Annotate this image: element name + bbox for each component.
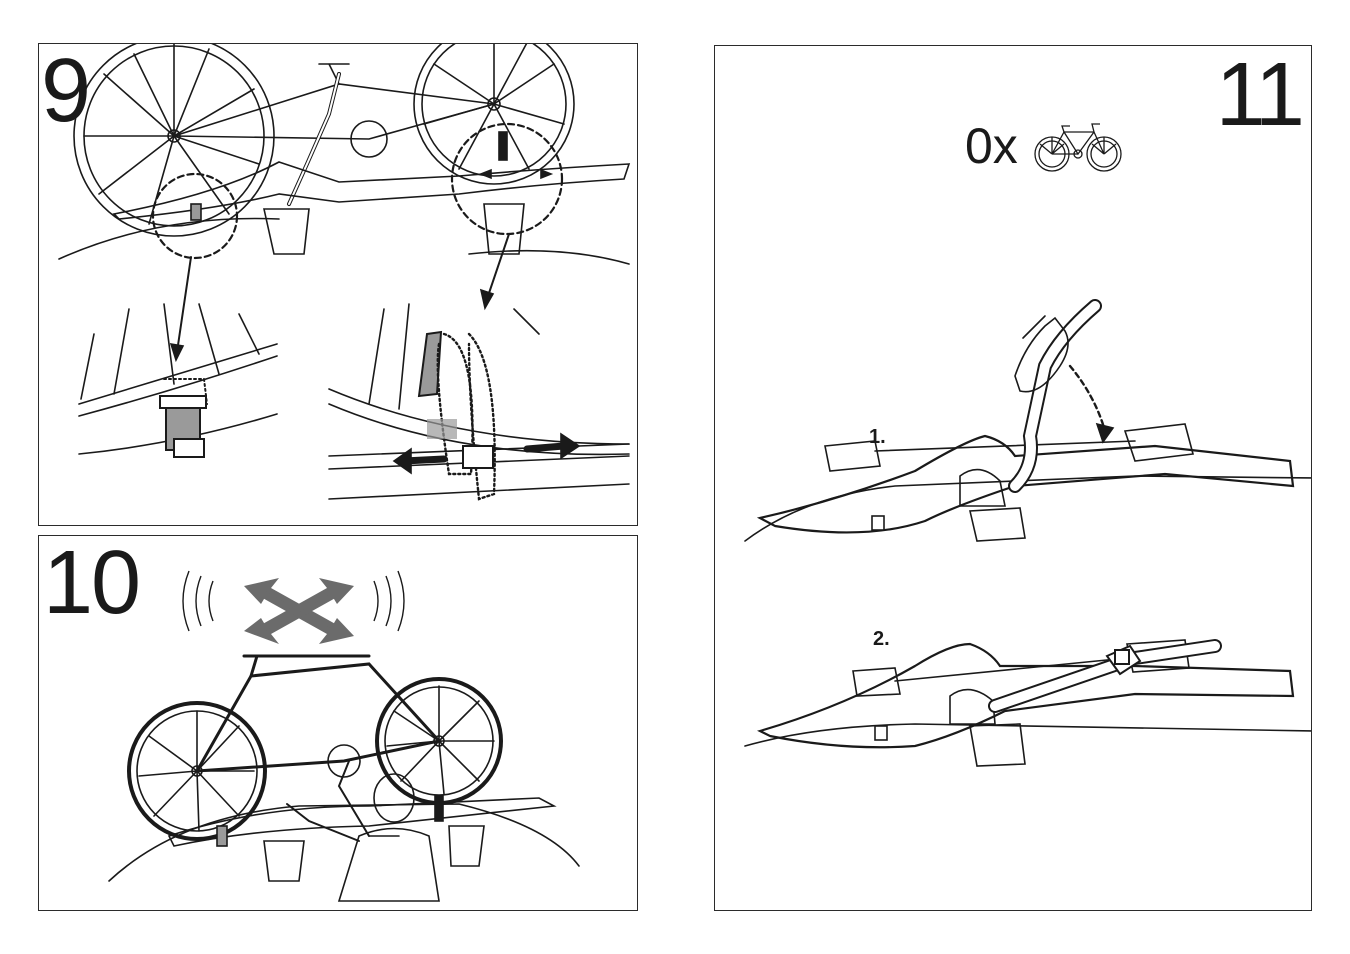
step-9-panel: 9 [38,43,638,526]
step-10-illustration [39,536,638,911]
rear-wheel-icon [414,44,574,184]
step-11-panel: 11 0x 1. 2. [714,45,1312,911]
person-icon [287,761,439,901]
front-wheel-icon [74,44,274,236]
step-11-illustration [715,46,1312,911]
step-9-illustration [39,44,638,526]
step-10-panel: 10 [38,535,638,911]
sub-step-2-illustration [745,640,1312,766]
sub-step-1-illustration [745,306,1312,541]
detail-strap-close [79,304,277,457]
detail-strap-release [329,304,629,499]
cross-arrows-icon [244,578,354,644]
